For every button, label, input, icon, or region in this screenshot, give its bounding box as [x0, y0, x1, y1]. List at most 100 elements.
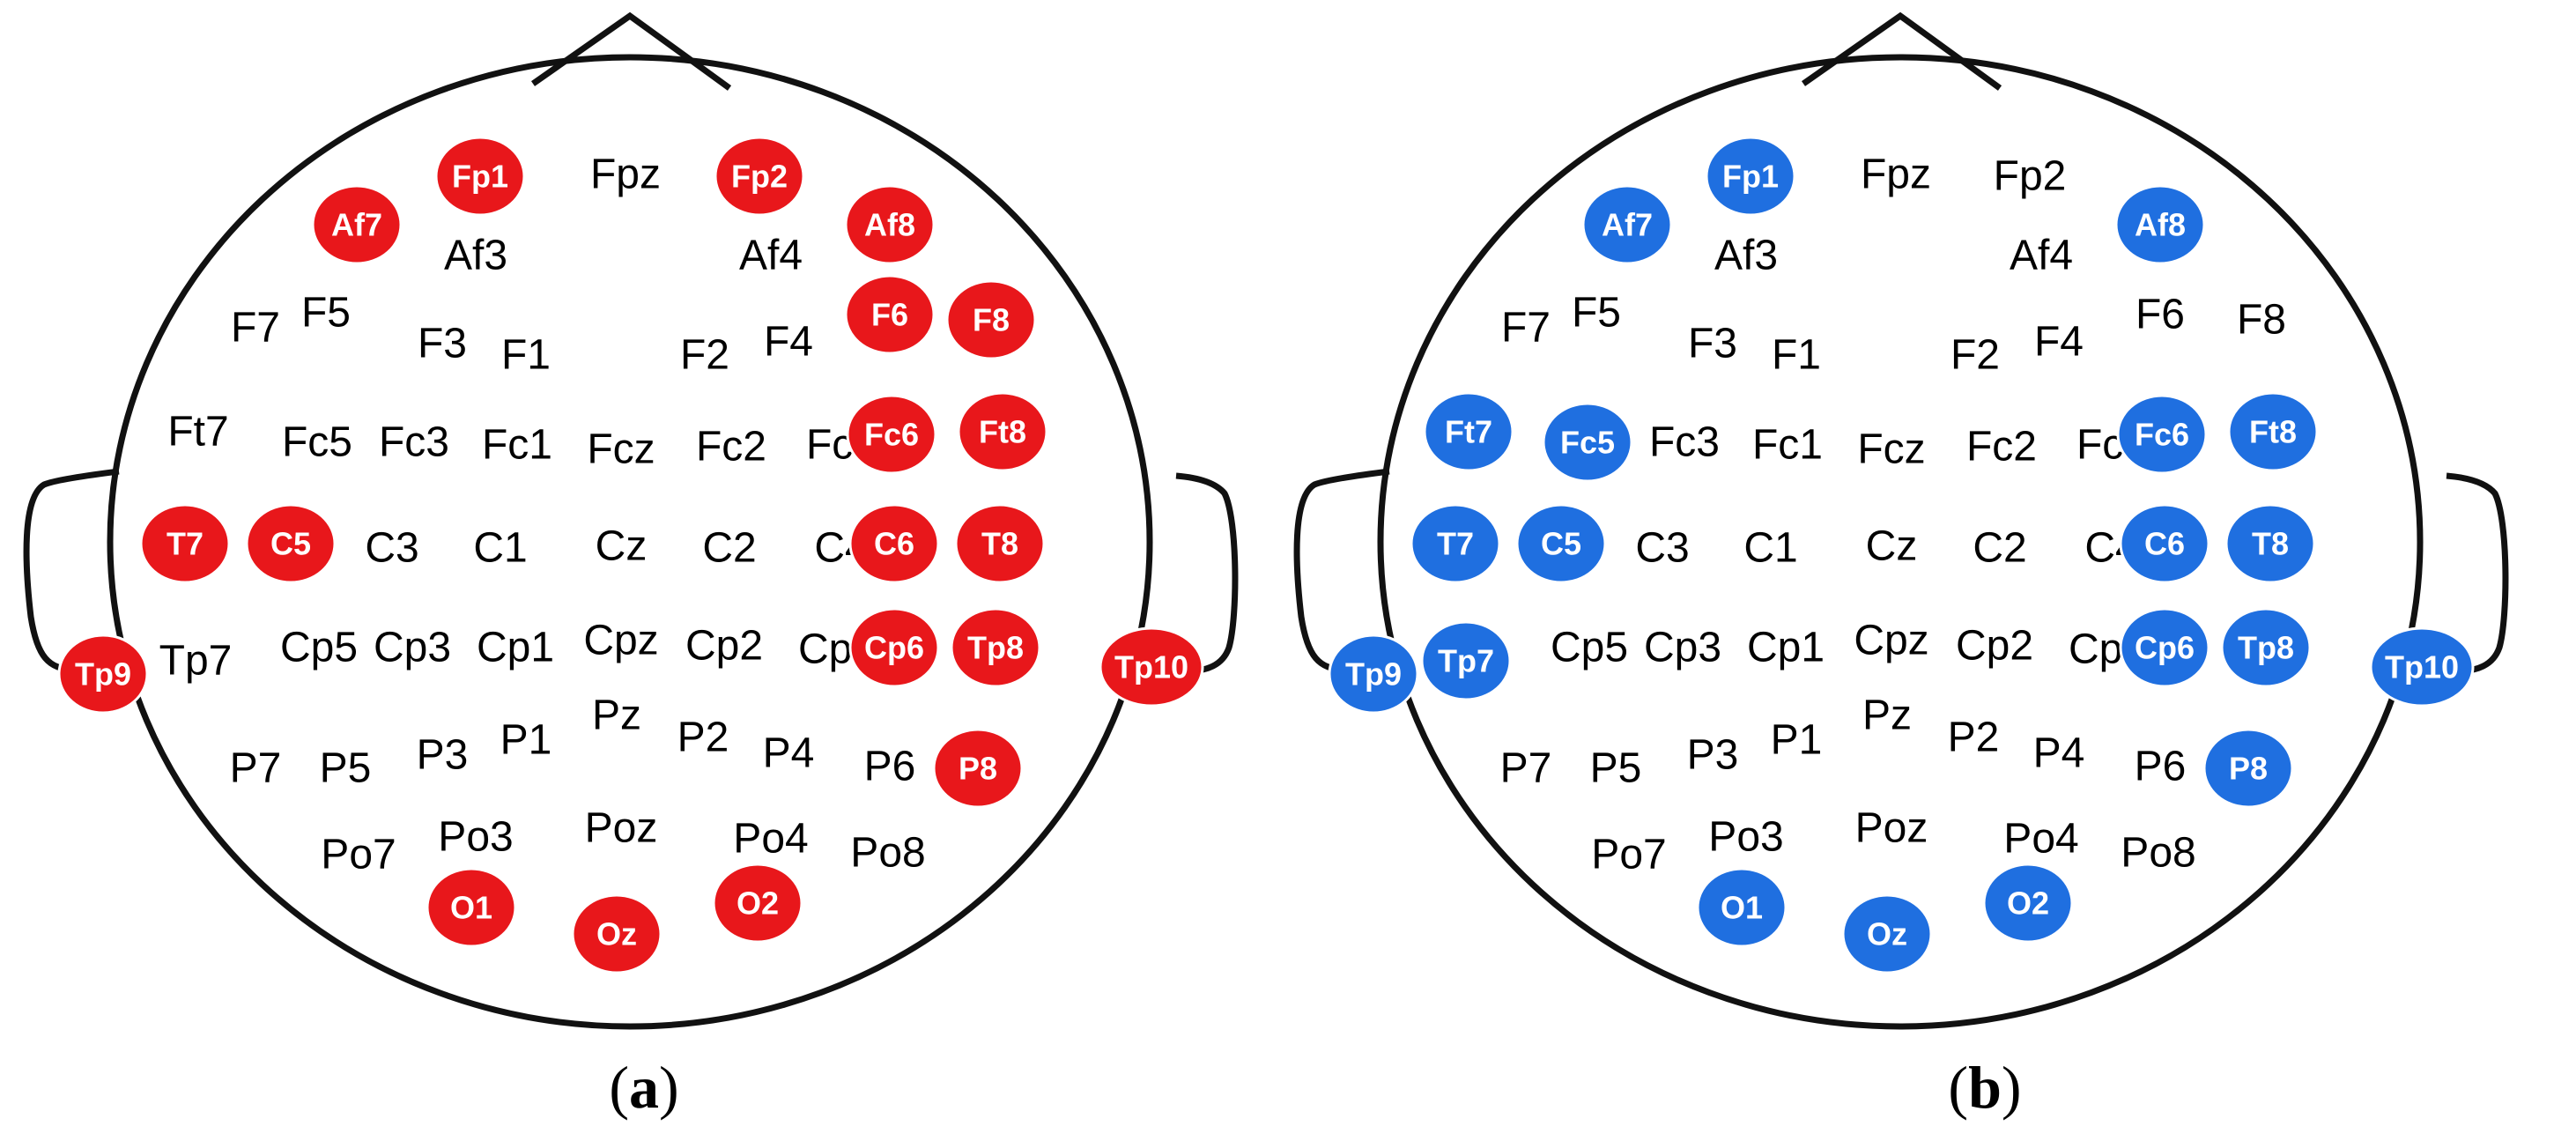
electrode-label-po7: Po7: [1591, 832, 1666, 878]
electrode-marker-o2: [1982, 863, 2074, 944]
electrode-label-af3: Af3: [1714, 233, 1778, 279]
electrode-marker-label-fc6: Fc6: [2135, 417, 2189, 453]
electrode-label-af4: Af4: [2010, 233, 2073, 279]
electrode-marker-fc6: [846, 394, 937, 475]
electrode-label-cp3: Cp3: [374, 625, 451, 671]
electrode-label-po4: Po4: [2003, 816, 2078, 863]
electrode-label-po3: Po3: [1708, 814, 1783, 861]
electrode-label-p5: P5: [1590, 745, 1642, 792]
electrode-marker-f8: [945, 279, 1037, 360]
electrode-marker-label-p8: P8: [959, 751, 997, 787]
electrode-marker-t7: [1410, 503, 1501, 584]
electrode-marker-tp7: [1420, 620, 1512, 701]
electrode-label-f3: F3: [1688, 321, 1737, 367]
electrode-marker-af7: [311, 184, 403, 265]
electrode-marker-label-fc6: Fc6: [864, 417, 919, 453]
electrode-marker-p8: [2202, 728, 2294, 809]
electrode-marker-label-tp9: Tp9: [1345, 656, 1402, 693]
electrode-label-f4: F4: [764, 319, 813, 366]
electrode-marker-oz: [571, 893, 663, 974]
electrode-label-cz: Cz: [596, 523, 648, 570]
electrode-marker-cp6: [2119, 607, 2210, 688]
electrode-marker-tp9: [57, 633, 149, 715]
electrode-marker-label-af8: Af8: [864, 207, 915, 243]
electrode-label-cpz: Cpz: [1854, 618, 1928, 664]
nose-outline: [530, 11, 732, 91]
electrode-marker-t7: [139, 503, 231, 584]
electrode-marker-o2: [712, 863, 803, 944]
electrode-label-p7: P7: [1500, 745, 1552, 792]
electrode-label-f5: F5: [301, 290, 351, 337]
electrode-marker-label-fp1: Fp1: [1722, 159, 1779, 195]
electrode-label-p1: P1: [1771, 717, 1823, 764]
electrode-label-c3: C3: [1635, 525, 1689, 572]
right-ear-outline: [2446, 472, 2509, 675]
electrode-label-f7: F7: [231, 305, 280, 352]
electrode-label-fcz: Fcz: [1857, 426, 1925, 473]
electrode-marker-af7: [1581, 184, 1673, 265]
electrode-label-p1: P1: [500, 717, 552, 764]
electrode-marker-c5: [245, 503, 337, 584]
electrode-label-c1: C1: [473, 525, 527, 572]
electrode-marker-tp9: [1328, 633, 1419, 715]
electrode-marker-label-oz: Oz: [596, 916, 637, 952]
electrode-label-fc1: Fc1: [1752, 422, 1823, 469]
electrode-marker-label-c6: C6: [2144, 526, 2185, 562]
electrode-marker-label-fp1: Fp1: [452, 159, 508, 195]
electrode-marker-label-t7: T7: [1437, 526, 1474, 562]
caption-open-paren: (: [1948, 1054, 1969, 1121]
caption-b: (b): [1853, 1053, 2117, 1122]
electrode-marker-tp10: [2369, 626, 2475, 708]
electrode-label-fcz: Fcz: [587, 426, 655, 473]
electrode-marker-af8: [2114, 184, 2206, 265]
electrode-label-p3: P3: [1687, 732, 1739, 779]
electrode-label-cpz: Cpz: [583, 618, 658, 664]
electrode-marker-tp8: [950, 607, 1041, 688]
electrode-label-af4: Af4: [739, 233, 803, 279]
electrode-label-poz: Poz: [585, 805, 658, 852]
electrode-marker-cp6: [848, 607, 940, 688]
electrode-label-fc2: Fc2: [1966, 424, 2037, 470]
electrode-label-fc3: Fc3: [379, 419, 449, 466]
electrode-marker-label-t7: T7: [167, 526, 204, 562]
electrode-label-fc3: Fc3: [1649, 419, 1720, 466]
electrode-label-f5: F5: [1572, 290, 1621, 337]
electrode-label-p4: P4: [763, 730, 815, 777]
electrode-marker-label-ft8: Ft8: [979, 414, 1026, 450]
electrode-marker-label-c5: C5: [270, 526, 311, 562]
electrode-marker-ft7: [1423, 391, 1514, 472]
electrode-label-c1: C1: [1743, 525, 1797, 572]
electrode-marker-label-cp6: Cp6: [2135, 630, 2195, 666]
electrode-label-po7: Po7: [321, 832, 396, 878]
electrode-marker-label-af7: Af7: [331, 207, 382, 243]
electrode-label-cp1: Cp1: [1747, 625, 1825, 671]
electrode-marker-tp10: [1099, 626, 1204, 708]
electrode-label-cp2: Cp2: [685, 623, 763, 670]
electrode-marker-label-f8: F8: [973, 302, 1010, 338]
left-ear-outline: [1293, 468, 1390, 673]
electrode-marker-label-c5: C5: [1541, 526, 1581, 562]
electrode-marker-fp2: [714, 136, 805, 217]
electrode-label-po8: Po8: [850, 830, 925, 877]
electrode-label-po4: Po4: [733, 816, 808, 863]
electrode-label-cp3: Cp3: [1644, 625, 1721, 671]
electrode-marker-label-t8: T8: [2252, 526, 2289, 562]
electrode-marker-label-fp2: Fp2: [731, 159, 788, 195]
electrode-label-c2: C2: [702, 525, 756, 572]
electrode-label-cz: Cz: [1866, 523, 1918, 570]
electrode-label-f1: F1: [501, 332, 551, 379]
electrode-marker-o1: [1696, 867, 1788, 948]
electrode-marker-label-tp8: Tp8: [2238, 630, 2294, 666]
electrode-label-pz: Pz: [1862, 693, 1912, 739]
electrode-label-p2: P2: [1948, 715, 2000, 761]
electrode-label-f2: F2: [1951, 332, 2000, 379]
electrode-marker-label-c6: C6: [874, 526, 914, 562]
caption-letter: b: [1968, 1054, 2002, 1121]
electrode-marker-label-ft7: Ft7: [1445, 414, 1492, 450]
electrode-label-c2: C2: [1973, 525, 2026, 572]
caption-a: (a): [512, 1053, 776, 1122]
